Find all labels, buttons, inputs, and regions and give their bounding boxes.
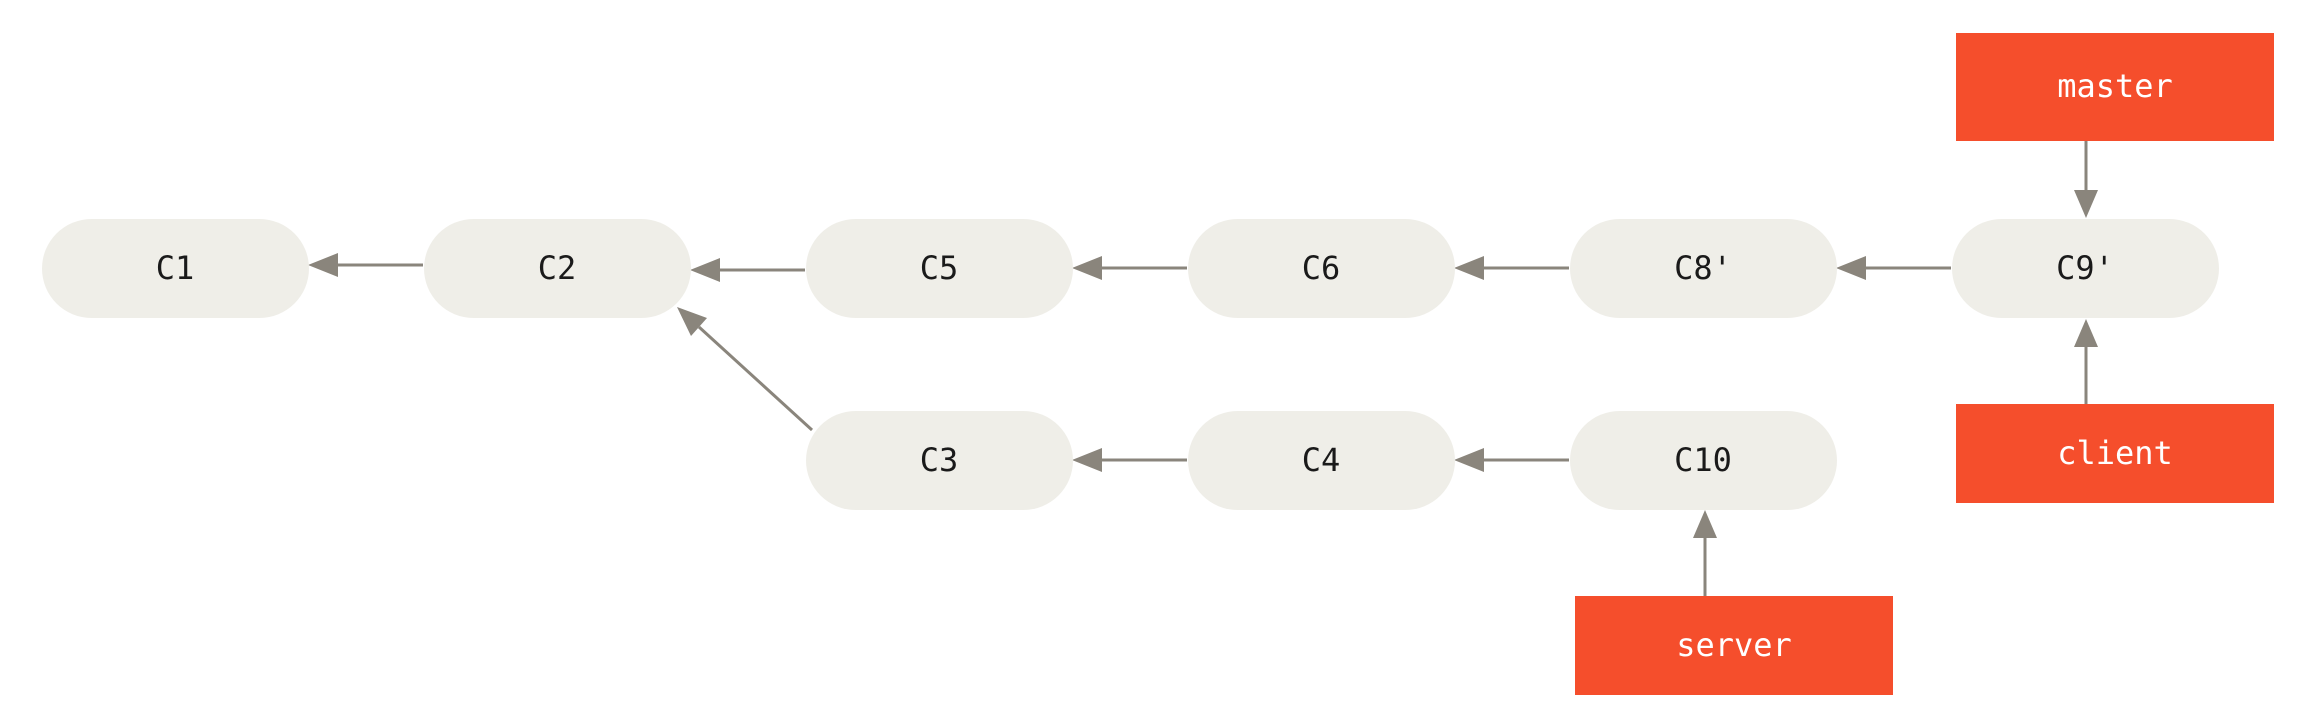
- commit-node[interactable]: C2: [424, 219, 691, 318]
- commit-node[interactable]: C3: [806, 411, 1073, 510]
- commit-label: C5: [920, 249, 959, 287]
- commit-node[interactable]: C5: [806, 219, 1073, 318]
- branch-server[interactable]: server: [1575, 596, 1893, 695]
- arrowhead-c5-to-c2: [690, 258, 720, 282]
- commits: C1 C2 C5 C6 C8' C9' C3 C4: [42, 219, 2219, 510]
- arrowhead-c2-to-c1: [308, 253, 338, 277]
- commit-node[interactable]: C1: [42, 219, 309, 318]
- commit-node[interactable]: C10: [1570, 411, 1837, 510]
- branch-label-master: master: [2057, 67, 2173, 105]
- branch-client[interactable]: client: [1956, 404, 2274, 503]
- branch-label-server: server: [1676, 626, 1792, 664]
- arrowhead-server-to-c10: [1693, 510, 1717, 538]
- branch-label-client: client: [2057, 434, 2173, 472]
- arrowhead-c9p-to-c8p: [1836, 256, 1866, 280]
- arrowhead-c3-to-c2: [677, 307, 707, 336]
- arrowhead-c8p-to-c6: [1454, 256, 1484, 280]
- arrowhead-c4-to-c3: [1072, 448, 1102, 472]
- arrowhead-c6-to-c5: [1072, 256, 1102, 280]
- commit-node[interactable]: C8': [1570, 219, 1837, 318]
- commit-label: C9': [2056, 249, 2114, 287]
- branch-master[interactable]: master: [1956, 33, 2274, 141]
- commit-node[interactable]: C6: [1188, 219, 1455, 318]
- commit-label: C4: [1302, 441, 1341, 479]
- commit-label: C6: [1302, 249, 1341, 287]
- arrow-c3-to-c2: [697, 325, 814, 432]
- branches: master client server: [1575, 33, 2274, 695]
- commit-label: C3: [920, 441, 959, 479]
- arrowhead-c10-to-c4: [1454, 448, 1484, 472]
- arrows: [308, 141, 2098, 596]
- commit-label: C1: [156, 249, 195, 287]
- commit-node[interactable]: C4: [1188, 411, 1455, 510]
- commit-label: C10: [1674, 441, 1732, 479]
- commit-node[interactable]: C9': [1952, 219, 2219, 318]
- commit-label: C2: [538, 249, 577, 287]
- commit-label: C8': [1674, 249, 1732, 287]
- arrowhead-master-to-c9p: [2074, 190, 2098, 218]
- arrowhead-client-to-c9p: [2074, 319, 2098, 347]
